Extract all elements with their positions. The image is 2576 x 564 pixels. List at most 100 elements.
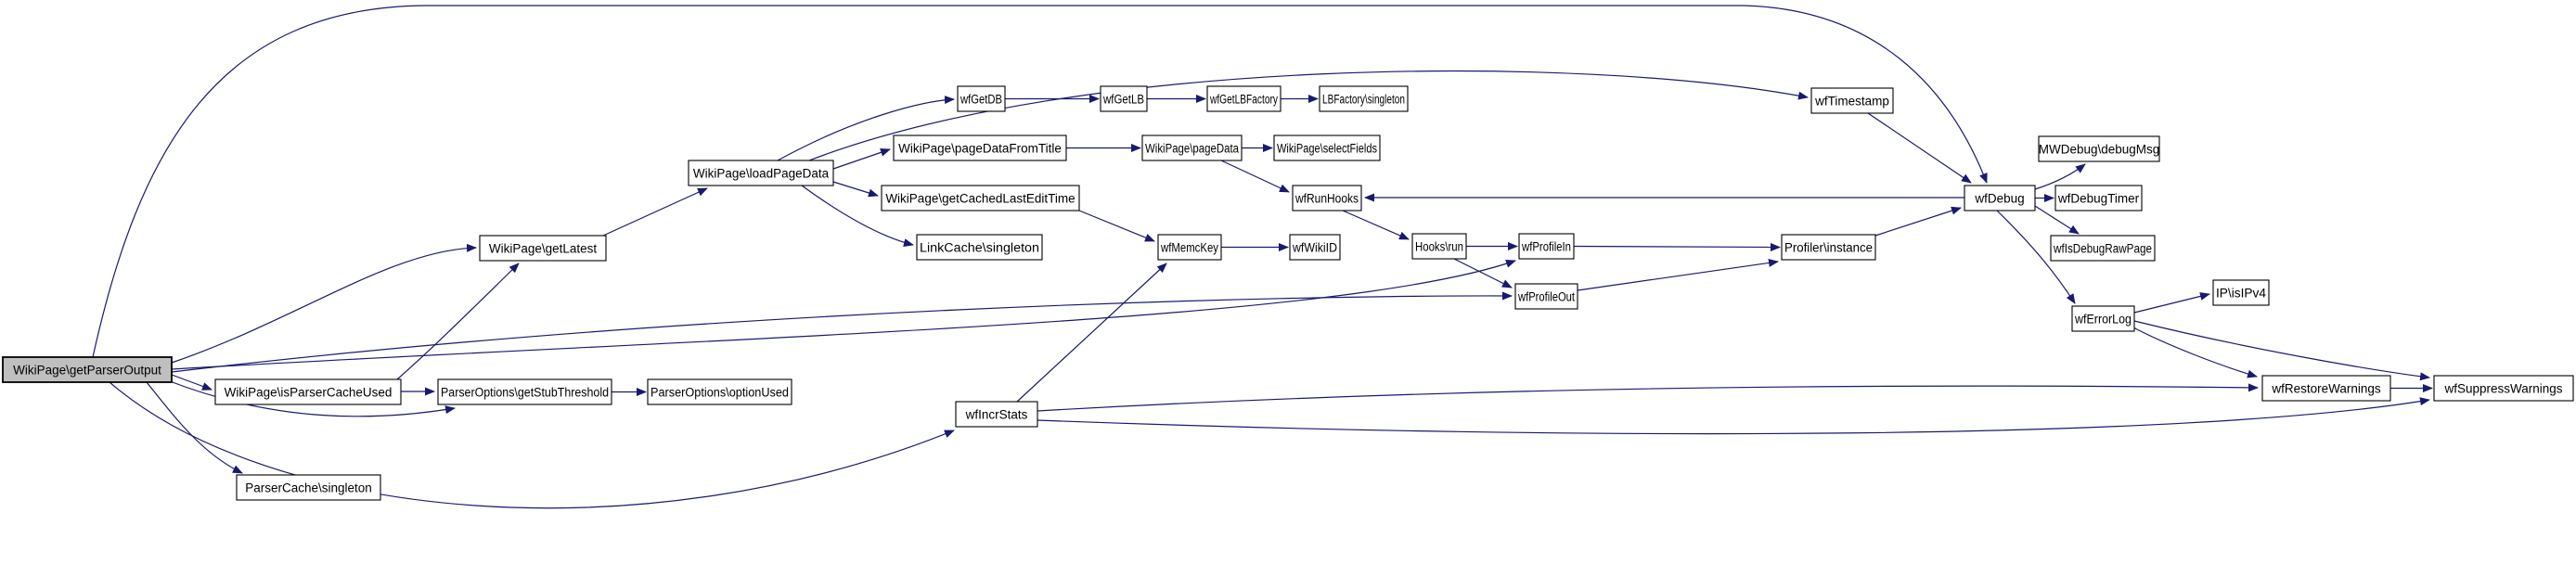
node-box [2212, 279, 2270, 306]
node-label: WikiPage\pageDataFromTitle [898, 142, 1062, 156]
node-wfMemcKey[interactable]: wfMemcKey [1157, 234, 1222, 261]
node-label: wfErrorLog [2074, 313, 2132, 327]
node-label: WikiPage\selectFields [1277, 142, 1377, 156]
edge-loadPageData-getCachedLastEditTime [832, 181, 879, 198]
node-getStubThreshold[interactable]: ParserOptions\getStubThreshold [437, 378, 612, 405]
edge-wfIncrStats-wfMemcKey [1016, 263, 1167, 403]
node-wfSuppressWarnings[interactable]: wfSuppressWarnings [2433, 375, 2574, 402]
node-box [1157, 234, 1222, 261]
nodes-layer: WikiPage\getParserOutputWikiPage\isParse… [2, 85, 2574, 501]
edge-wfErrorLog-wfSuppressWarnings [2133, 320, 2430, 381]
node-wfGetLBFactory[interactable]: wfGetLBFactory [1206, 85, 1282, 112]
node-label: LinkCache\singleton [920, 241, 1039, 255]
node-optionUsed[interactable]: ParserOptions\optionUsed [647, 378, 792, 405]
node-label: wfRestoreWarnings [2271, 382, 2381, 396]
edge-loadPageData-linkCacheSingleton [801, 185, 914, 247]
node-mwDebugDebugMsg[interactable]: MWDebug\debugMsg [2038, 135, 2160, 162]
node-box [1319, 85, 1409, 112]
node-label: ParserCache\singleton [245, 481, 372, 495]
node-wfGetLB[interactable]: wfGetLB [1100, 85, 1148, 112]
node-box [1292, 185, 1362, 212]
node-wfProfileOut[interactable]: wfProfileOut [1514, 283, 1578, 310]
node-lbFactorySingleton[interactable]: LBFactory\singleton [1319, 85, 1409, 112]
edge-wfDebug-mwDebugDebugMsg [2034, 163, 2086, 190]
node-box [1289, 234, 1341, 261]
node-box [1514, 283, 1578, 310]
node-box [2, 356, 173, 383]
node-label: wfIsDebugRawPage [2053, 242, 2152, 256]
node-label: Hooks\run [1415, 240, 1463, 254]
node-selectFields[interactable]: WikiPage\selectFields [1273, 135, 1381, 161]
edge-wfErrorLog-wfRestoreWarnings [2131, 326, 2258, 378]
node-label: wfProfileOut [1517, 290, 1575, 304]
edge-pageData-wfRunHooks [1220, 160, 1290, 193]
node-label: wfMemcKey [1160, 241, 1218, 255]
node-getCachedLastEditTime[interactable]: WikiPage\getCachedLastEditTime [881, 185, 1080, 212]
node-box [236, 474, 381, 501]
node-label: wfDebug [1974, 192, 2024, 206]
node-pageDataFromTitle[interactable]: WikiPage\pageDataFromTitle [893, 135, 1067, 161]
node-box [955, 401, 1038, 428]
node-label: ParserOptions\getStubThreshold [441, 386, 609, 400]
node-label: WikiPage\loadPageData [693, 167, 830, 181]
node-label: MWDebug\debugMsg [2039, 143, 2160, 157]
edge-wfIncrStats-wfRestoreWarnings [1037, 383, 2259, 412]
node-loadPageData[interactable]: WikiPage\loadPageData [688, 160, 834, 186]
node-label: wfRunHooks [1294, 192, 1359, 206]
node-hooksRun[interactable]: Hooks\run [1411, 233, 1467, 260]
edge-getParserOutput-parserCacheSingleton [146, 381, 243, 474]
node-label: wfSuppressWarnings [2443, 382, 2562, 396]
edge-wfProfileIn-profilerInstance [1573, 242, 1781, 251]
node-wfIncrStats[interactable]: wfIncrStats [955, 401, 1038, 428]
node-box [893, 135, 1067, 161]
node-box [1206, 85, 1282, 112]
node-linkCacheSingleton[interactable]: LinkCache\singleton [916, 234, 1043, 261]
edge-getCachedLastEditTime-wfMemcKey [1078, 210, 1155, 242]
edge-loadPageData-wfTimestamp [808, 70, 1809, 161]
node-box [1100, 85, 1148, 112]
node-wfErrorLog[interactable]: wfErrorLog [2071, 305, 2135, 332]
edge-getParserOutput-getStubThreshold [169, 380, 456, 417]
node-wfRunHooks[interactable]: wfRunHooks [1292, 185, 1362, 212]
node-wfRestoreWarnings[interactable]: wfRestoreWarnings [2261, 375, 2391, 402]
edge-wfErrorLog-ipIsIPv4 [2133, 292, 2210, 314]
node-box [437, 378, 612, 405]
node-label: WikiPage\getParserOutput [13, 364, 161, 378]
node-profilerInstance[interactable]: Profiler\instance [1781, 234, 1876, 261]
node-wfGetDB[interactable]: wfGetDB [957, 85, 1006, 112]
node-box [957, 85, 1006, 112]
node-box [881, 185, 1080, 212]
node-box [1810, 87, 1894, 114]
node-label: Profiler\instance [1784, 241, 1873, 255]
node-label: wfTimestamp [1814, 95, 1889, 109]
node-label: WikiPage\getLatest [489, 242, 598, 256]
node-box [2038, 135, 2160, 162]
edge-getParserOutput-getLatest [171, 243, 477, 364]
node-label: wfProfileIn [1521, 240, 1571, 254]
edge-loadPageData-pageDataFromTitle [832, 148, 891, 170]
node-box [1141, 135, 1243, 161]
node-getParserOutput[interactable]: WikiPage\getParserOutput [2, 356, 173, 383]
node-box [2433, 375, 2574, 402]
node-label: wfGetDB [960, 93, 1002, 107]
node-wfDebug[interactable]: wfDebug [1964, 185, 2036, 212]
edge-isParserCacheUsed-getLatest [396, 263, 520, 380]
node-wfTimestamp[interactable]: wfTimestamp [1810, 87, 1894, 114]
node-box [2071, 305, 2135, 332]
node-wfDebugTimer[interactable]: wfDebugTimer [2054, 185, 2143, 212]
node-box [1964, 185, 2036, 212]
node-pageData[interactable]: WikiPage\pageData [1141, 135, 1243, 161]
edge-profilerInstance-wfDebug [1874, 206, 1962, 237]
node-label: LBFactory\singleton [1322, 93, 1405, 107]
node-wfWikiID[interactable]: wfWikiID [1289, 234, 1341, 261]
edge-getParserOutput-wfIncrStats [109, 381, 955, 509]
node-getLatest[interactable]: WikiPage\getLatest [479, 235, 607, 262]
node-label: wfIncrStats [965, 408, 1028, 422]
node-wfProfileIn[interactable]: wfProfileIn [1518, 233, 1575, 260]
node-wfIsDebugRawPage[interactable]: wfIsDebugRawPage [2050, 235, 2156, 262]
node-ipIsIPv4[interactable]: IP\isIPv4 [2212, 279, 2270, 306]
edge-wfDebug-wfErrorLog [1996, 210, 2076, 304]
node-parserCacheSingleton[interactable]: ParserCache\singleton [236, 474, 381, 501]
node-isParserCacheUsed[interactable]: WikiPage\isParserCacheUsed [214, 378, 402, 405]
